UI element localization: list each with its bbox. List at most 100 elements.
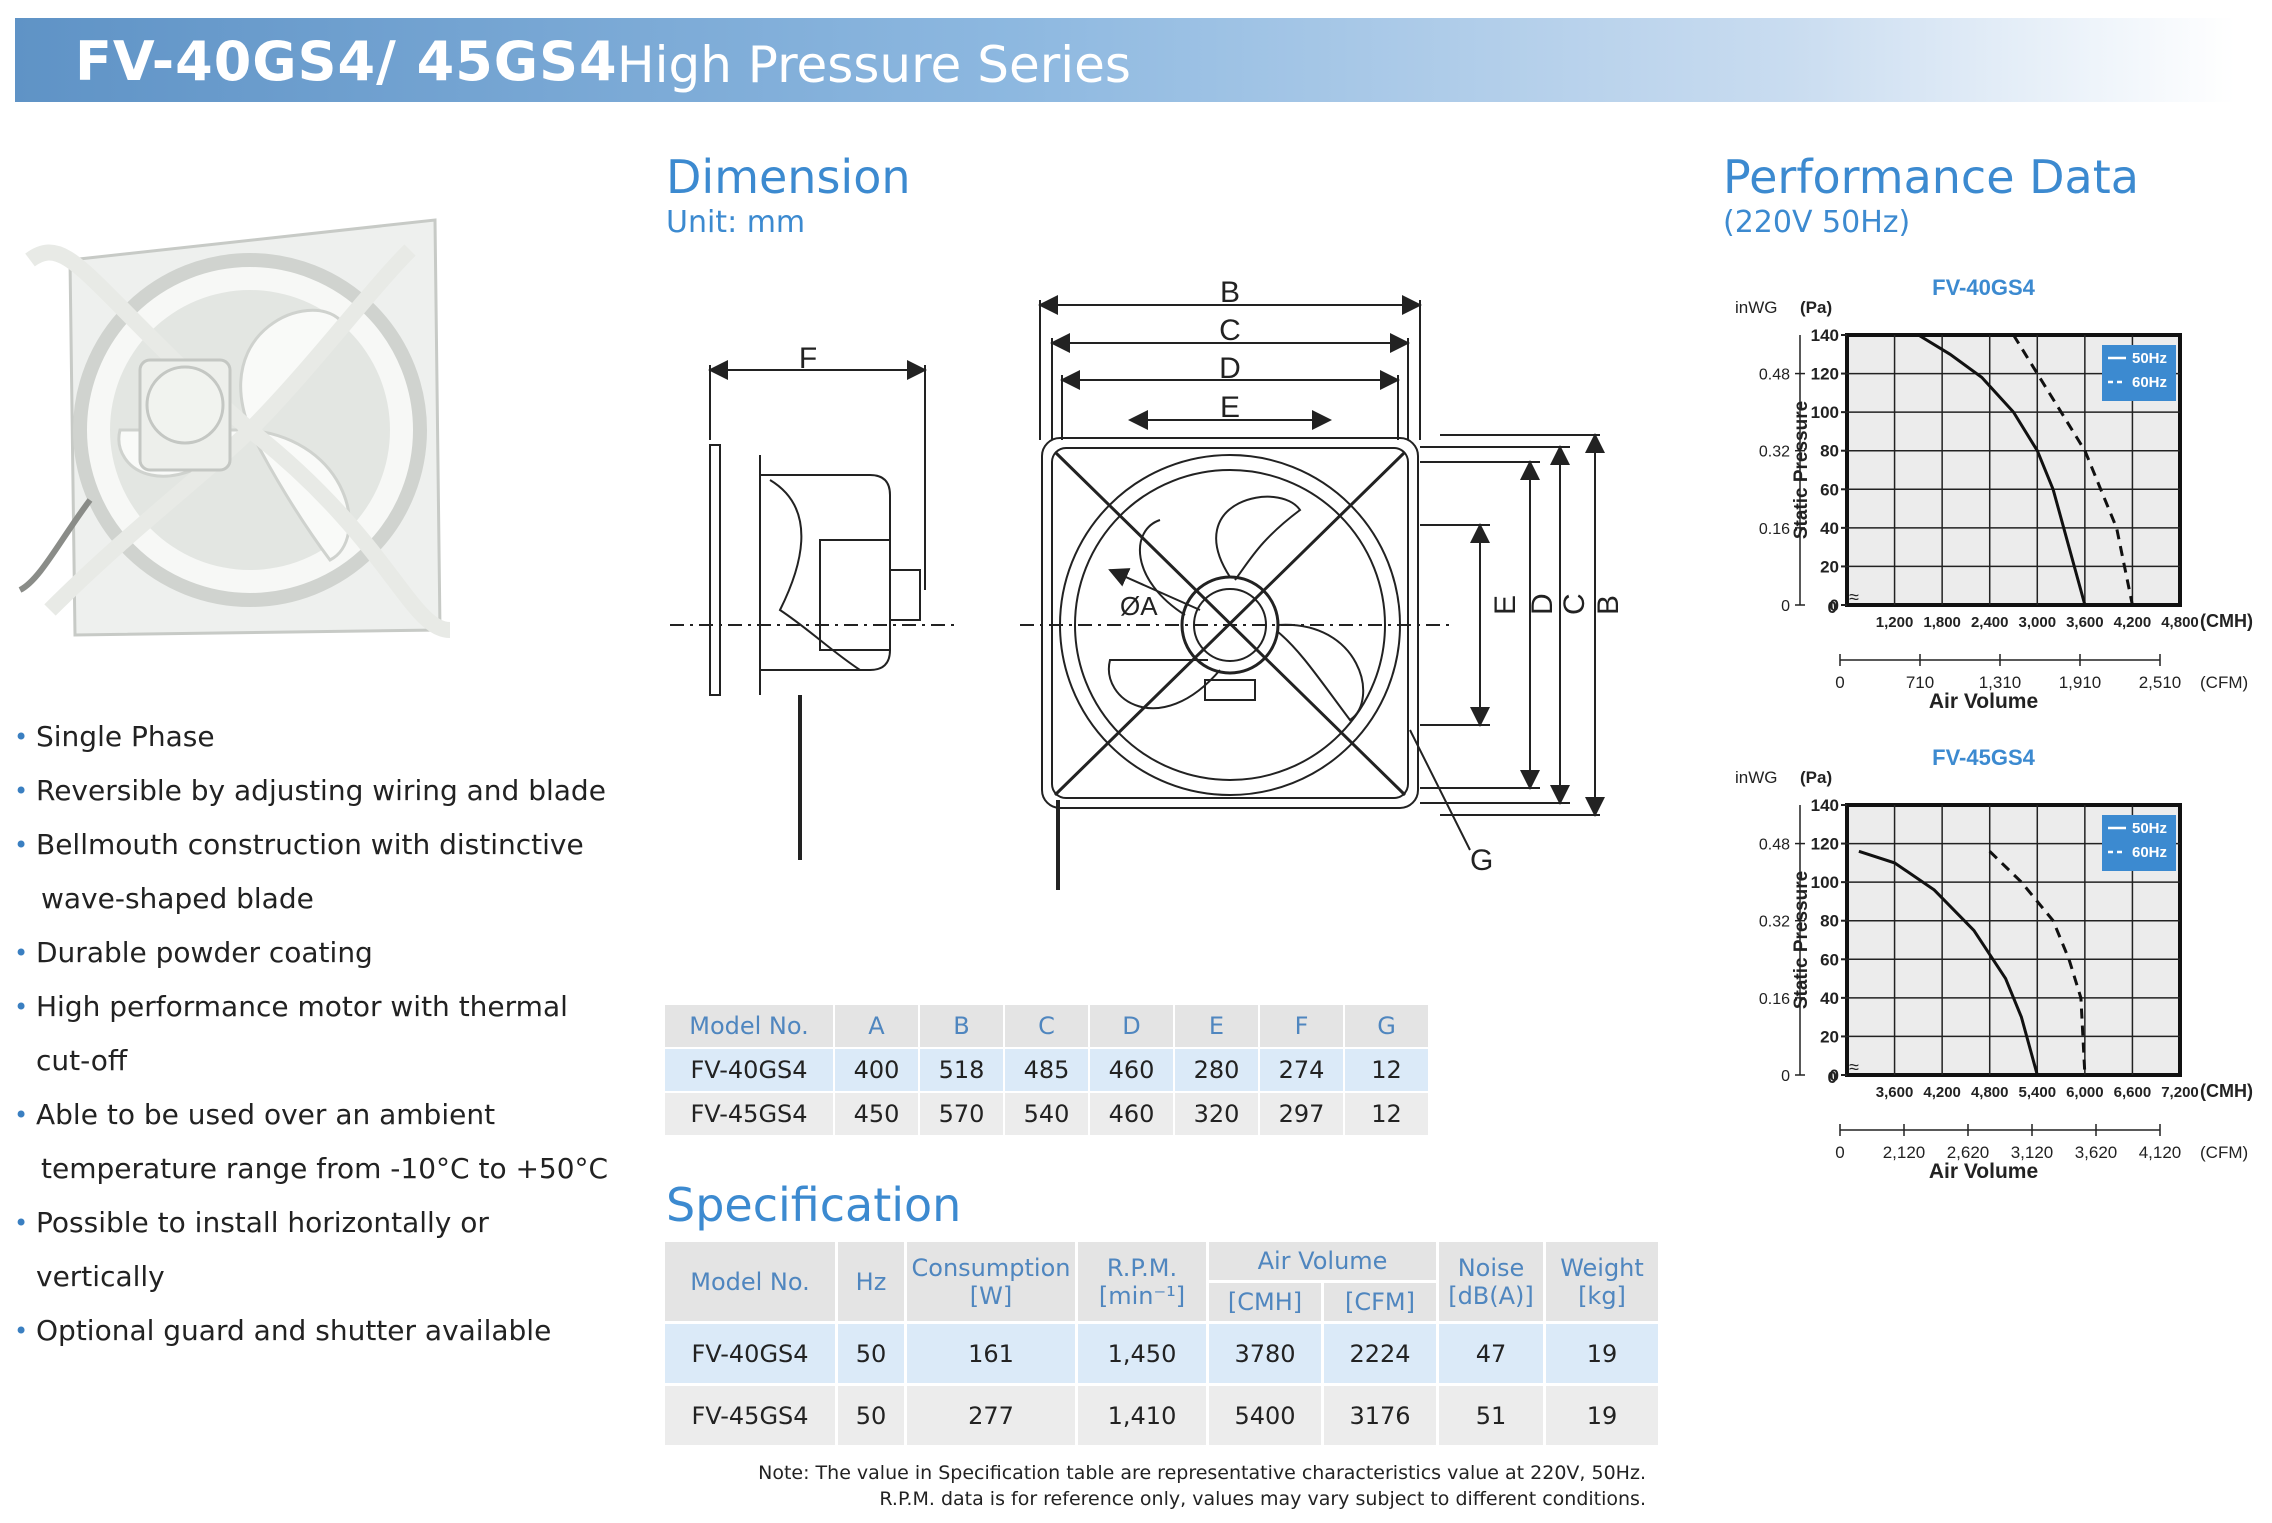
cell: FV-45GS4	[665, 1093, 835, 1137]
x-tick-label: 3,600	[1876, 1084, 1914, 1101]
feature-item: Bellmouth construction with distinctive	[14, 818, 614, 872]
y-tick-label: 120	[1811, 365, 1839, 384]
col-header: G	[1345, 1005, 1430, 1049]
dimension-unit: Unit: mm	[666, 205, 806, 240]
header-text: R.P.M.	[1106, 1253, 1178, 1282]
x-tick-label: 2,400	[1971, 614, 2009, 631]
y-tick-label: 40	[1820, 989, 1839, 1008]
chart-title: FV-45GS4	[1932, 745, 2035, 770]
cell: 19	[1546, 1386, 1661, 1448]
note-line: R.P.M. data is for reference only, value…	[879, 1488, 1646, 1510]
header-unit: [W]	[969, 1281, 1013, 1310]
dim-label-d-v: D	[1526, 593, 1559, 615]
feature-item: Reversible by adjusting wiring and blade	[14, 764, 614, 818]
performance-subtitle: (220V 50Hz)	[1723, 205, 1911, 240]
y-tick-label: 120	[1811, 835, 1839, 854]
x2-tick-label: 1,310	[1979, 673, 2022, 692]
x-tick-label: 3,600	[2066, 614, 2104, 631]
x2-unit: (CFM)	[2200, 1143, 2248, 1162]
legend-label: 60Hz	[2132, 844, 2167, 861]
y-tick-label: 140	[1811, 796, 1839, 815]
feature-item-cont: wave-shaped blade	[41, 882, 314, 915]
legend-label: 50Hz	[2132, 350, 2167, 367]
feature-item: High performance motor with thermal cut-…	[14, 980, 614, 1088]
title-banner: FV-40GS4/ 45GS4 High Pressure Series	[15, 18, 2235, 102]
y2-tick-label: 0.48	[1759, 367, 1790, 384]
y2-tick-label: 0.16	[1759, 991, 1790, 1008]
x-unit: (CMH)	[2200, 1081, 2253, 1101]
y-axis-label: Static Pressure	[1791, 871, 1812, 1009]
cell: 19	[1546, 1324, 1661, 1386]
cell: 47	[1439, 1324, 1546, 1386]
y2-tick-label: 0.32	[1759, 444, 1790, 461]
cell: 2224	[1324, 1324, 1439, 1386]
spec-note: Note: The value in Specification table a…	[758, 1460, 1646, 1512]
dim-label-e: E	[1220, 391, 1240, 424]
cell: FV-40GS4	[665, 1324, 838, 1386]
note-line: Note: The value in Specification table a…	[758, 1462, 1646, 1484]
y-unit: (Pa)	[1800, 768, 1832, 787]
feature-item: Durable powder coating	[14, 926, 614, 980]
feature-list: Single Phase Reversible by adjusting wir…	[14, 710, 614, 1358]
table-row: FV-40GS4 50 161 1,450 3780 2224 47 19	[665, 1324, 1661, 1386]
cell: 320	[1175, 1093, 1260, 1137]
feature-item: Optional guard and shutter available	[14, 1304, 614, 1358]
col-header: [CFM]	[1324, 1283, 1439, 1324]
axis-break-icon: ≈	[1849, 1057, 1859, 1077]
product-image	[18, 218, 450, 638]
table-row: FV-45GS4 450 570 540 460 320 297 12	[665, 1093, 1430, 1137]
series-line-60hz	[1988, 850, 2087, 1076]
x2-tick-label: 0	[1835, 1143, 1844, 1162]
cell: 485	[1005, 1049, 1090, 1093]
cell: 161	[907, 1324, 1078, 1386]
cell: 280	[1175, 1049, 1260, 1093]
cell: 297	[1260, 1093, 1345, 1137]
x-tick-label: 6,600	[2114, 1084, 2152, 1101]
x2-tick-label: 1,910	[2059, 673, 2102, 692]
cell: 460	[1090, 1049, 1175, 1093]
x2-unit: (CFM)	[2200, 673, 2248, 692]
performance-title: Performance Data	[1723, 150, 2139, 204]
chart-title: FV-40GS4	[1932, 275, 2035, 300]
model-title: FV-40GS4/ 45GS4	[75, 30, 618, 93]
legend-box	[2102, 345, 2176, 401]
y2-tick-label: 0.48	[1759, 837, 1790, 854]
x-zero-label: 0	[1828, 598, 1837, 617]
col-header: D	[1090, 1005, 1175, 1049]
legend-label: 50Hz	[2132, 820, 2167, 837]
y2-tick-label: 0.32	[1759, 914, 1790, 931]
header-text: Weight	[1560, 1253, 1644, 1282]
y2-unit: inWG	[1735, 298, 1778, 317]
cell: 50	[838, 1324, 907, 1386]
dimension-drawing: F B C D E ØA G E D C B	[670, 276, 1620, 890]
x-tick-label: 1,200	[1876, 614, 1914, 631]
x-tick-label: 5,400	[2019, 1084, 2057, 1101]
x-tick-label: 4,200	[1923, 1084, 1961, 1101]
dim-label-b-v: B	[1592, 595, 1620, 615]
cell: 570	[920, 1093, 1005, 1137]
col-header: Weight[kg]	[1546, 1242, 1661, 1324]
cell: 274	[1260, 1049, 1345, 1093]
cell: 51	[1439, 1386, 1546, 1448]
x-tick-label: 3,000	[2019, 614, 2057, 631]
cell: 1,410	[1078, 1386, 1209, 1448]
table-row: FV-45GS4 50 277 1,410 5400 3176 51 19	[665, 1386, 1661, 1448]
x-tick-label: 6,000	[2066, 1084, 2104, 1101]
series-line-50hz	[1858, 849, 2039, 1076]
cell: 450	[835, 1093, 920, 1137]
dim-label-e-v: E	[1489, 595, 1522, 615]
col-header: Model No.	[665, 1005, 835, 1049]
feature-item-cont: temperature range from -10°C to +50°C	[41, 1152, 609, 1185]
col-header: Air Volume	[1209, 1242, 1439, 1283]
x-zero-label: 0	[1828, 1068, 1837, 1087]
dimension-table: Model No. A B C D E F G FV-40GS4 400 518…	[665, 1005, 1430, 1137]
dim-label-c-v: C	[1558, 593, 1591, 615]
x2-tick-label: 2,620	[1947, 1143, 1990, 1162]
y2-tick-label: 0	[1781, 598, 1790, 615]
col-header: Model No.	[665, 1242, 838, 1324]
x2-tick-label: 2,510	[2139, 673, 2182, 692]
y-tick-label: 80	[1820, 442, 1839, 461]
y-axis-label: Static Pressure	[1791, 401, 1812, 539]
axis-break-icon: ≈	[1849, 587, 1859, 607]
cell: 518	[920, 1049, 1005, 1093]
